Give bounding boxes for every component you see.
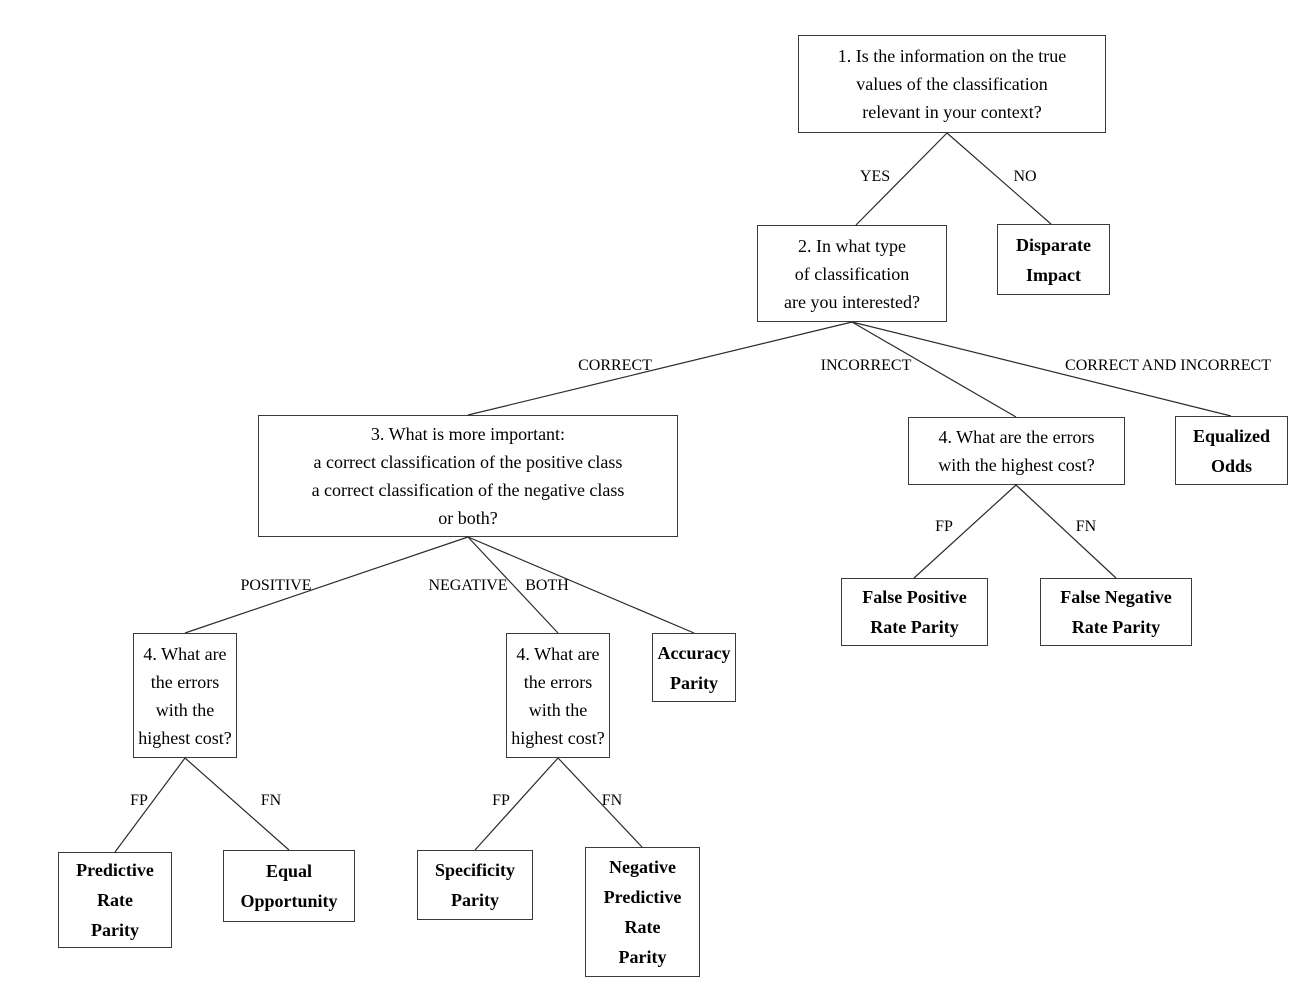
edge-label-incorrect: INCORRECT bbox=[820, 357, 912, 374]
edge-q4l-eop bbox=[184, 757, 290, 851]
node-text-line: Parity bbox=[91, 920, 139, 940]
node-predictive-rate-parity: Predictive Rate Parity bbox=[58, 852, 172, 948]
node-text-line: 3. What is more important: bbox=[370, 424, 566, 444]
edge-label-fn-left: FN bbox=[260, 792, 282, 809]
node-false-positive-rate-parity: False Positive Rate Parity bbox=[841, 578, 988, 646]
node-text-line: are you interested? bbox=[784, 291, 920, 312]
edge-q3-ap bbox=[467, 536, 695, 634]
node-text-line: the errors bbox=[523, 671, 593, 692]
node-text-line: Accuracy bbox=[657, 642, 731, 663]
node-accuracy-parity: Accuracy Parity bbox=[652, 633, 736, 702]
edge-label-correct: CORRECT bbox=[578, 357, 652, 374]
edge-q2-q4r bbox=[851, 321, 1017, 418]
node-text-line: values of the classification bbox=[856, 74, 1048, 94]
edge-q1-di bbox=[946, 132, 1052, 225]
node-text-line: with the bbox=[528, 699, 588, 720]
node-text-line: Parity bbox=[618, 947, 667, 967]
edge-q4l-prp bbox=[114, 757, 186, 853]
node-text-line: or both? bbox=[438, 508, 498, 528]
edge-q3-q4l bbox=[184, 536, 469, 634]
node-text-line: False Positive bbox=[862, 587, 967, 607]
edge-q4r-fprp bbox=[913, 484, 1017, 579]
node-negative-predictive-rate-parity: Negative Predictive Rate Parity bbox=[585, 847, 700, 977]
edge-label-no: NO bbox=[1013, 168, 1037, 185]
edge-label-positive: POSITIVE bbox=[240, 577, 312, 594]
edge-q2-q3 bbox=[467, 321, 853, 416]
node-text-line: with the bbox=[155, 699, 215, 720]
node-text-line: False Negative bbox=[1060, 587, 1172, 607]
node-text-line: 4. What are the errors bbox=[938, 427, 1095, 447]
node-disparate-impact: Disparate Impact bbox=[997, 224, 1110, 295]
node-text-line: Disparate bbox=[1016, 234, 1091, 255]
node-equalized-odds: Equalized Odds bbox=[1175, 416, 1288, 485]
node-text-line: the errors bbox=[150, 671, 220, 692]
node-text-line: Rate Parity bbox=[1071, 617, 1161, 637]
node-text-line: Predictive bbox=[603, 887, 682, 907]
node-text-line: Negative bbox=[609, 857, 676, 877]
edge-q4m-nprp bbox=[557, 757, 643, 848]
node-text-line: 1. Is the information on the true bbox=[837, 46, 1067, 66]
node-text-line: Odds bbox=[1210, 455, 1253, 476]
edge-label-negative: NEGATIVE bbox=[428, 577, 508, 594]
node-text-line: Predictive bbox=[76, 860, 154, 880]
edge-label-both: BOTH bbox=[525, 577, 569, 594]
node-specificity-parity: Specificity Parity bbox=[417, 850, 533, 920]
edge-label-correct-and-incorrect: CORRECT AND INCORRECT bbox=[1065, 357, 1271, 374]
node-text-line: of classification bbox=[794, 263, 910, 284]
edge-label-fp-mid: FP bbox=[492, 792, 510, 809]
edge-label-fp-left: FP bbox=[130, 792, 148, 809]
node-text-line: a correct classification of the negative… bbox=[311, 480, 625, 500]
node-question-3: 3. What is more important: a correct cla… bbox=[258, 415, 678, 537]
edge-q1-q2 bbox=[855, 132, 948, 226]
edge-label-fp-right: FP bbox=[935, 518, 953, 535]
node-equal-opportunity: Equal Opportunity bbox=[223, 850, 355, 922]
edge-q4m-sp bbox=[474, 757, 559, 851]
node-text-line: 2. In what type bbox=[798, 235, 906, 256]
node-question-2: 2. In what type of classification are yo… bbox=[757, 225, 947, 322]
node-false-negative-rate-parity: False Negative Rate Parity bbox=[1040, 578, 1192, 646]
node-question-4-middle: 4. What are the errors with the highest … bbox=[506, 633, 610, 758]
edge-q3-q4m bbox=[467, 536, 559, 634]
node-text-line: highest cost? bbox=[511, 727, 605, 748]
node-text-line: Opportunity bbox=[240, 891, 338, 911]
node-text-line: Parity bbox=[451, 890, 499, 910]
node-text-line: relevant in your context? bbox=[862, 102, 1042, 122]
node-text-line: Rate Parity bbox=[870, 617, 959, 637]
node-text-line: Specificity bbox=[435, 860, 515, 880]
node-question-1: 1. Is the information on the true values… bbox=[798, 35, 1106, 133]
node-text-line: highest cost? bbox=[138, 727, 232, 748]
node-text-line: Parity bbox=[670, 672, 718, 693]
edge-q2-eo bbox=[851, 321, 1232, 417]
node-text-line: Impact bbox=[1026, 264, 1081, 285]
node-question-4-right: 4. What are the errors with the highest … bbox=[908, 417, 1125, 485]
edge-label-fn-right: FN bbox=[1075, 518, 1097, 535]
node-text-line: 4. What are bbox=[143, 643, 227, 664]
edge-label-yes: YES bbox=[859, 168, 891, 185]
node-text-line: Equalized bbox=[1192, 425, 1271, 446]
node-text-line: with the highest cost? bbox=[938, 455, 1095, 475]
node-text-line: 4. What are bbox=[516, 643, 600, 664]
node-question-4-left: 4. What are the errors with the highest … bbox=[133, 633, 237, 758]
node-text-line: a correct classification of the positive… bbox=[313, 452, 623, 472]
node-text-line: Rate bbox=[97, 890, 133, 910]
edge-label-fn-mid: FN bbox=[601, 792, 623, 809]
node-text-line: Equal bbox=[265, 861, 313, 881]
edge-q4r-fnrp bbox=[1015, 484, 1117, 579]
node-text-line: Rate bbox=[624, 917, 661, 937]
